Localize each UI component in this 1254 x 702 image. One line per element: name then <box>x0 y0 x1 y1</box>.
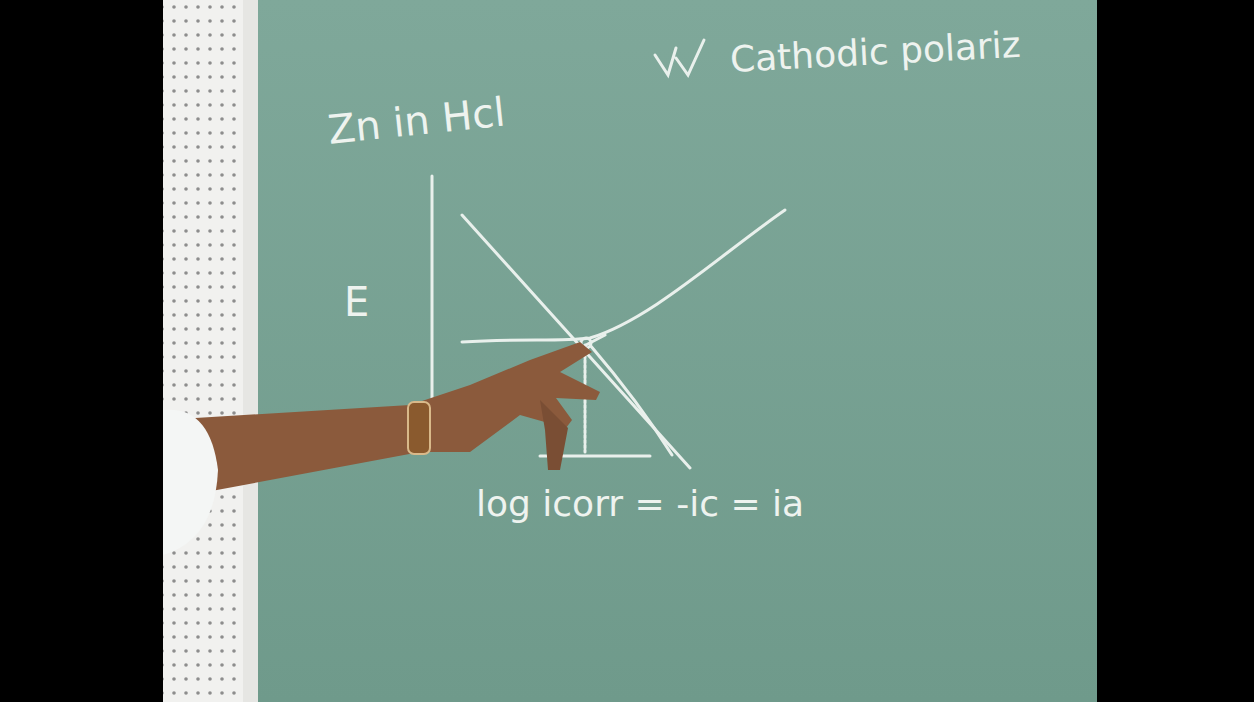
potential-axis <box>431 176 434 410</box>
pegboard-wall <box>163 0 258 702</box>
board-frame <box>243 0 258 702</box>
chalkboard <box>258 0 1097 702</box>
axis-label: E <box>344 280 369 324</box>
axis-equation: log icorr = -ic = ia <box>476 484 804 524</box>
polarization-curve <box>462 210 785 342</box>
item-mark <box>655 40 704 75</box>
cathodic-curve <box>590 345 672 455</box>
